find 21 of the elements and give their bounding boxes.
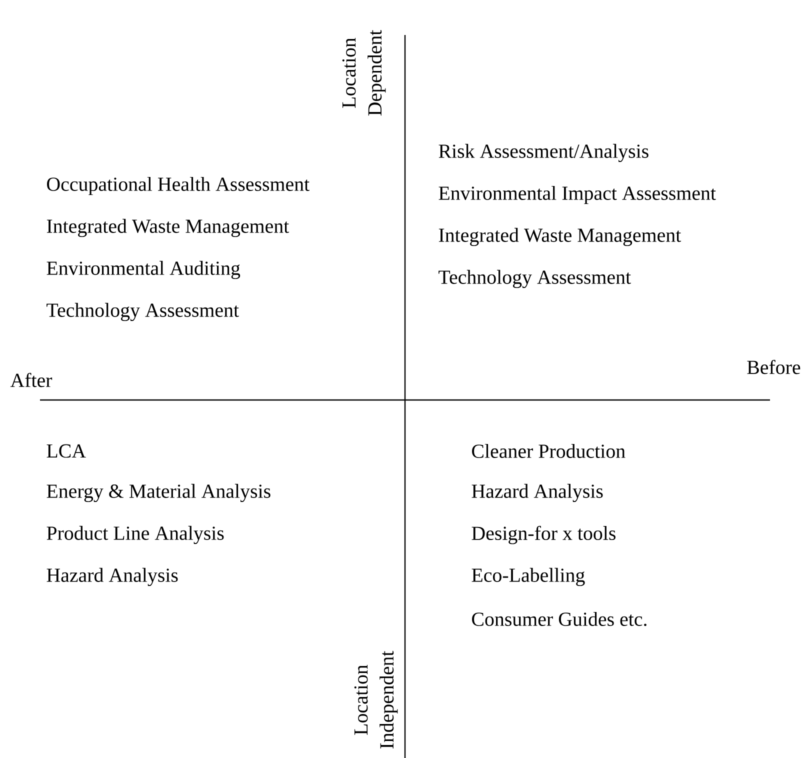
item-text: Integrated Waste Management xyxy=(46,218,290,238)
axis-label: Before xyxy=(747,360,800,374)
item-text: LCA xyxy=(46,444,86,458)
item-text: Integrated Waste Management xyxy=(438,228,682,246)
item-text: Consumer Guides etc. xyxy=(472,612,646,626)
item-text: Eco-Labelling xyxy=(472,568,585,586)
item-text: Hazard Analysis xyxy=(46,568,178,586)
item-text: Risk Assessment/Analysis xyxy=(438,144,648,162)
item-text: Occupational Health Assessment xyxy=(47,176,310,196)
item-text: Technology Assessment xyxy=(438,270,631,288)
item-text: Environmental Auditing xyxy=(46,260,240,280)
axis-label: Location Independent xyxy=(354,650,398,749)
item-text: Environmental Impact Assessment xyxy=(438,186,716,204)
item-text: Cleaner Production xyxy=(472,444,626,458)
axis-label: Location Dependent xyxy=(342,30,386,116)
axis-label: After xyxy=(10,372,52,388)
item-text: Energy & Material Analysis xyxy=(46,484,270,502)
item-text: Technology Assessment xyxy=(46,302,239,322)
item-text: Product Line Analysis xyxy=(46,526,224,544)
item-text: Hazard Analysis xyxy=(472,484,603,502)
item-text: Design-for x tools xyxy=(472,526,616,544)
